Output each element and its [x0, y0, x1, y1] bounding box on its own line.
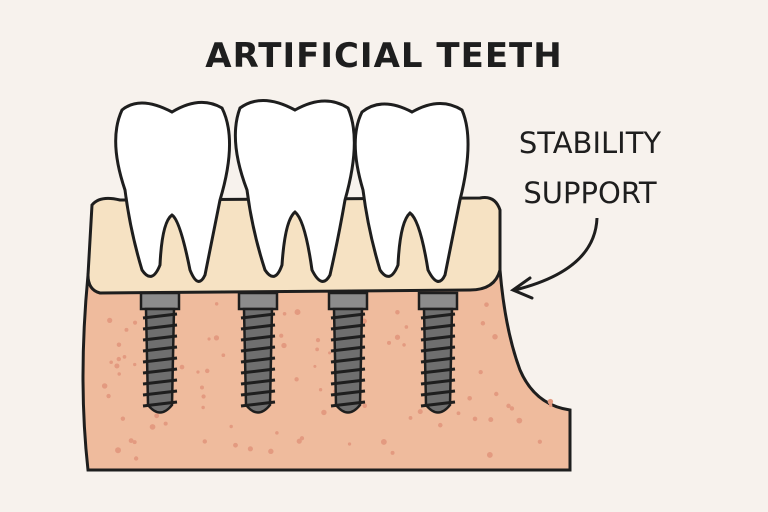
bone-dot — [313, 364, 317, 368]
bone-dot — [488, 417, 494, 423]
bone-dot — [362, 403, 367, 408]
tooth-middle — [233, 99, 356, 283]
bone-dot — [394, 334, 401, 340]
bone-dot — [221, 353, 226, 358]
annotation-arrow — [514, 217, 599, 292]
bone-dot — [116, 342, 122, 347]
bone-dot — [404, 325, 409, 329]
bone-dot — [296, 438, 302, 444]
implant-screw — [327, 291, 369, 414]
diagram-title: ARTIFICIAL TEETH — [205, 36, 563, 76]
bone-dot — [117, 372, 121, 376]
bone-dot — [480, 321, 486, 326]
bone-dot — [395, 310, 400, 315]
bone-dot — [199, 385, 204, 390]
bone-dot — [128, 439, 133, 443]
bone-dot — [492, 334, 498, 340]
bone-dot — [294, 309, 301, 316]
bone-dot — [281, 342, 287, 349]
bone-dot — [472, 416, 478, 422]
bone-dot — [179, 364, 185, 370]
bone-dot — [347, 442, 352, 446]
arrow-head-icon — [509, 276, 534, 300]
bone-dot — [154, 413, 160, 419]
bone-dot — [467, 395, 472, 401]
bone-dot — [537, 439, 542, 444]
bone-dot — [132, 320, 138, 325]
bone-dot — [116, 356, 121, 362]
bone-dot — [214, 302, 219, 306]
bone-dot — [233, 442, 238, 448]
bone-dot — [328, 351, 332, 355]
bone-dot — [516, 417, 523, 424]
bone-dot — [321, 409, 327, 416]
bone-dot — [386, 340, 392, 345]
bone-dot — [132, 440, 137, 445]
bone-dot — [548, 403, 553, 408]
bone-dot — [229, 424, 233, 429]
annotation-label: STABILITY SUPPORT — [505, 118, 675, 218]
bone-dot — [196, 370, 200, 374]
bone-dot — [486, 452, 493, 458]
bone-dot — [380, 438, 387, 445]
bone-dot — [204, 368, 210, 374]
bone-dot — [494, 391, 499, 397]
implant-screw — [139, 291, 181, 414]
bone-dot — [163, 421, 168, 426]
implant-screw — [417, 291, 459, 414]
bone-dot — [315, 337, 321, 343]
bone-dot — [438, 422, 443, 428]
bone-dot — [294, 377, 299, 382]
implants — [139, 291, 459, 414]
bone-dot — [299, 436, 305, 441]
bone-dot — [207, 337, 211, 341]
bone-dot — [201, 394, 206, 399]
bone-dot — [114, 363, 120, 369]
bone-dot — [506, 403, 511, 409]
bone-dot — [456, 411, 461, 416]
annotation-line-2: SUPPORT — [523, 176, 657, 210]
bone-dot — [275, 431, 279, 435]
bone-dot — [120, 416, 126, 421]
tooth-right — [353, 102, 470, 283]
bone-dot — [109, 360, 113, 365]
bone-dot — [247, 446, 253, 452]
bone-dot — [478, 369, 483, 375]
bone-dot — [408, 416, 413, 420]
bone-dot — [417, 409, 423, 415]
bone-dot — [318, 388, 323, 392]
annotation-line-1: STABILITY — [518, 126, 662, 160]
implant-screw — [237, 291, 279, 414]
bone-dot — [115, 447, 121, 454]
bone-dot — [390, 450, 395, 455]
bone-dot — [101, 383, 108, 389]
bone-dot — [279, 333, 284, 338]
bone-dot — [122, 355, 127, 359]
bone-dot — [107, 317, 113, 323]
bone-dot — [133, 362, 137, 367]
bone-dot — [509, 406, 515, 411]
bone-dot — [402, 343, 406, 347]
bone-dot — [484, 302, 489, 307]
bone-dot — [106, 393, 111, 399]
bone-dot — [282, 311, 287, 316]
bone-dot — [315, 347, 319, 352]
bone-dot — [213, 335, 220, 341]
bone-dot — [133, 456, 139, 461]
bone-dot — [149, 424, 156, 430]
bone-dot — [201, 405, 205, 410]
bone-dot — [547, 398, 554, 405]
bone-dot — [124, 327, 129, 332]
bone-dot — [268, 448, 274, 455]
tooth-left — [114, 100, 231, 283]
bone-dot — [202, 439, 207, 444]
